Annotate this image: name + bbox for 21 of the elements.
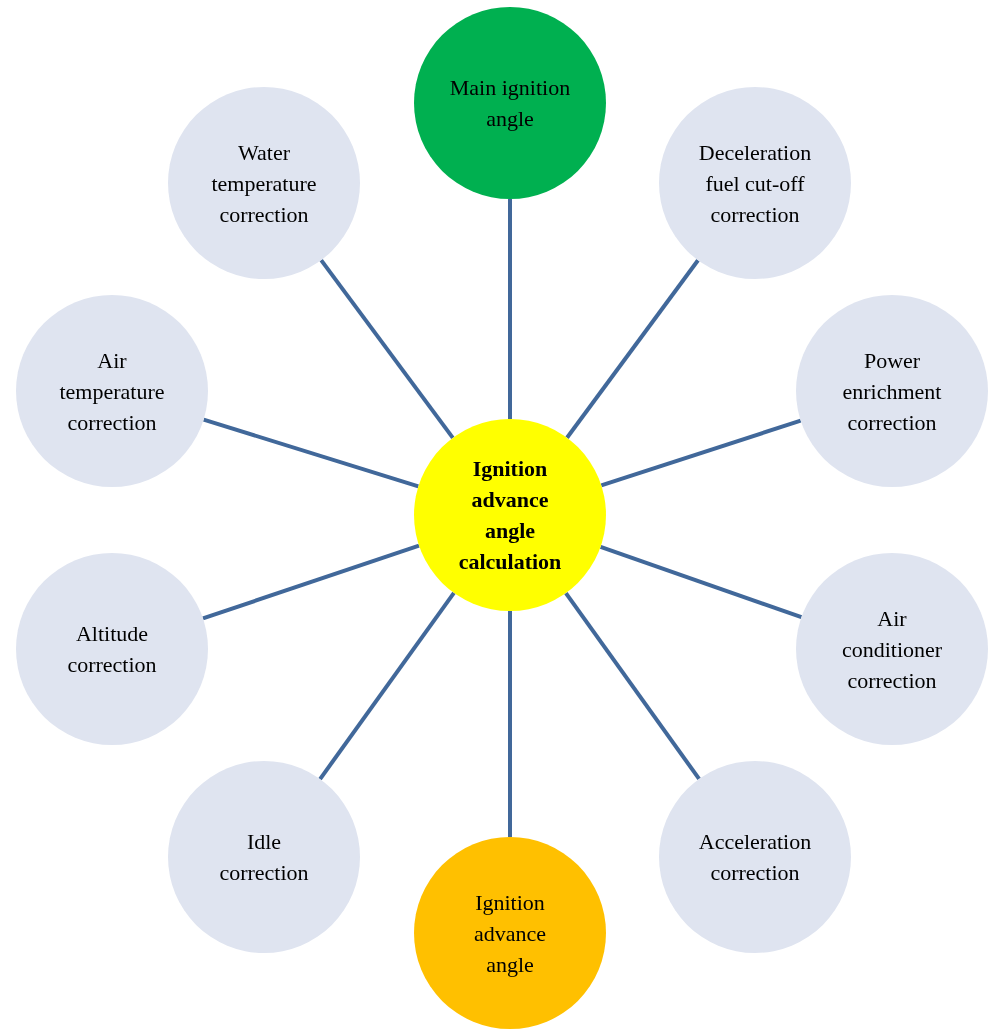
connector-line — [600, 418, 802, 488]
connector-line — [565, 259, 700, 439]
node-label: Ignition advance angle calculation — [457, 455, 563, 576]
node-label: Water temperature correction — [210, 138, 318, 229]
connector-line — [564, 591, 701, 781]
node-label: Deceleration fuel cut-off correction — [697, 138, 813, 229]
connector-line — [202, 543, 420, 621]
node-label: Air temperature correction — [58, 346, 166, 437]
node-label: Idle correction — [218, 828, 310, 887]
node-label: Main ignition angle — [448, 74, 572, 133]
connector-line — [508, 611, 512, 837]
node-label: Acceleration correction — [697, 828, 813, 887]
node-label: Air conditioner correction — [840, 604, 944, 695]
connector-line — [319, 258, 455, 440]
node-label: Power enrichment correction — [841, 346, 943, 437]
connector-line — [203, 417, 419, 489]
connector-line — [508, 199, 512, 419]
connector-line — [599, 544, 803, 620]
connector-line — [318, 591, 456, 781]
node-label: Altitude correction — [66, 620, 158, 679]
node-label: Ignition advance angle — [472, 888, 548, 979]
